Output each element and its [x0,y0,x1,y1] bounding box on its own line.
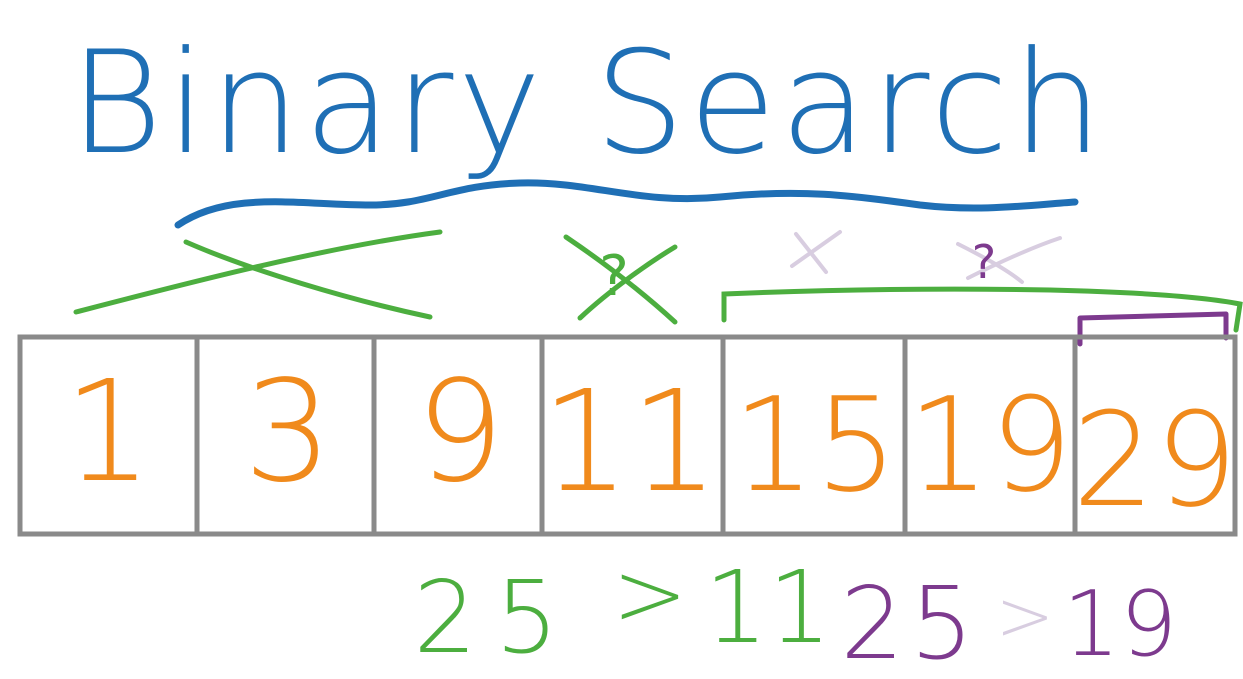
comparison-2-op: > [996,575,1055,657]
title-underline [174,179,1079,229]
comparison-2: 25 > 19 [840,565,1177,679]
array-value: 15 [732,369,897,521]
question-mark-19: ? [972,235,996,289]
array-value: 3 [243,351,332,514]
comparison-1-right: 11 [704,549,831,666]
comparison-2-left: 25 [840,565,979,679]
bracket-right-half [721,286,1243,333]
array-value: 1 [63,351,152,514]
array-value: 29 [1072,384,1237,536]
array-value: 9 [415,351,504,514]
faint-x-15 [790,230,842,274]
faint-x-19 [956,236,1062,284]
comparison-1-op: > [612,542,687,647]
comparison-1-left: 25 [413,559,576,676]
cross-out-11 [563,234,678,325]
cross-out-left [73,229,443,320]
array-cell [1072,334,1238,537]
page-title: Binary Search [70,21,1107,186]
array-value: 11 [541,361,719,524]
comparison-1: 25 > 11 [413,542,831,676]
bracket-29 [1077,311,1229,347]
comparison-2-right: 19 [1063,572,1178,677]
array: 1 3 9 11 15 19 29 [17,334,1238,537]
array-value: 19 [907,369,1072,521]
